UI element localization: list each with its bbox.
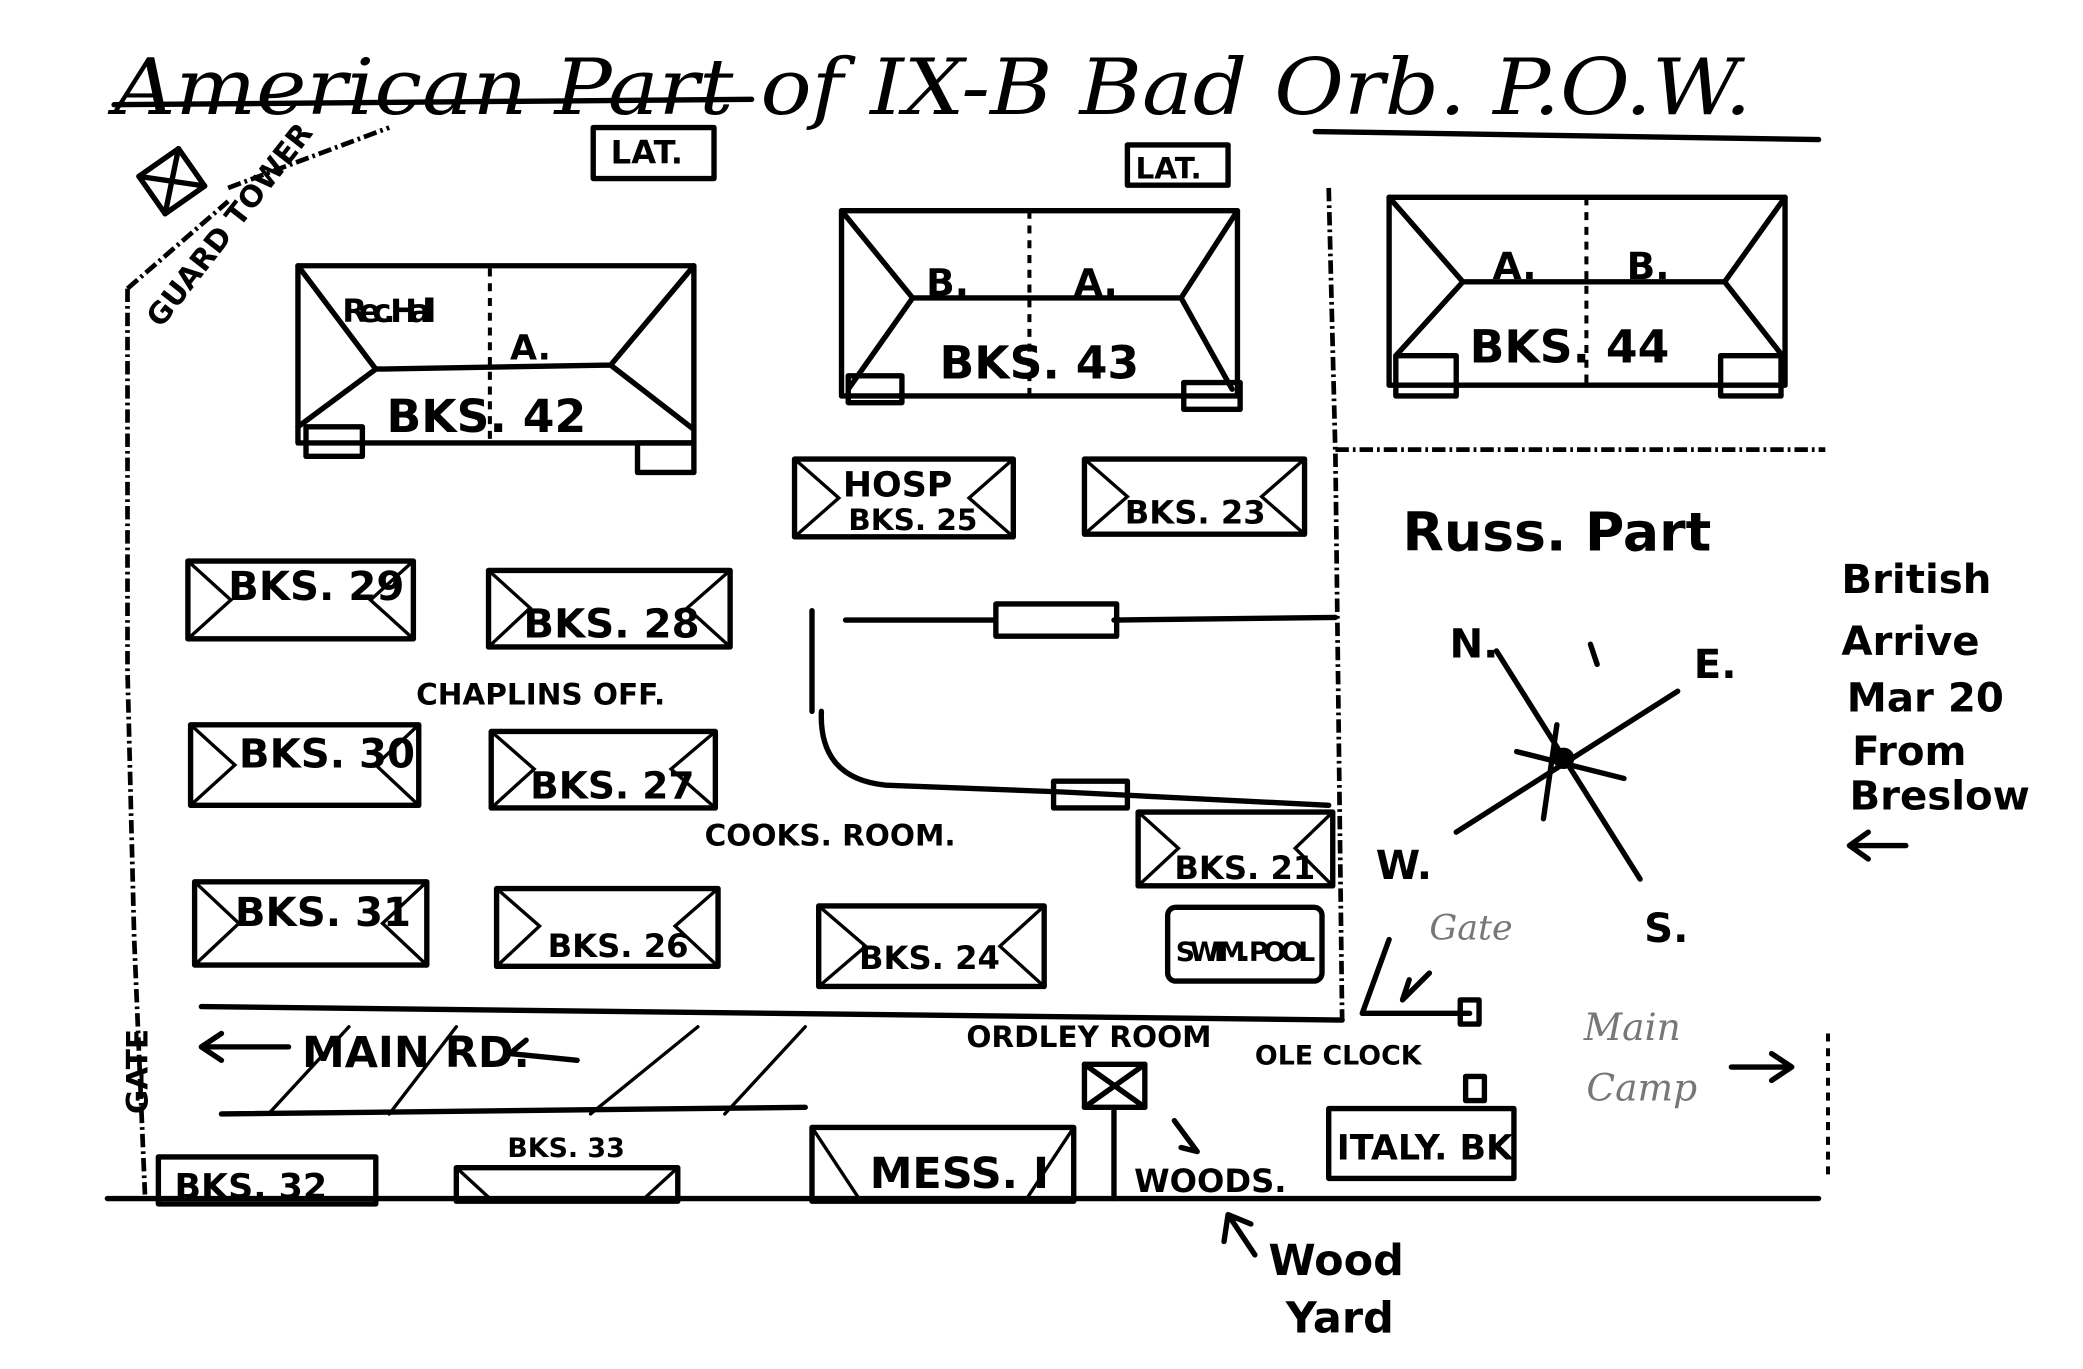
russ-fence [1326, 187, 1345, 1021]
compass-rose: N. E. S. W. [1376, 622, 1737, 953]
barracks-label: BKS. 43 [939, 336, 1139, 389]
compass-east: E. [1694, 642, 1737, 688]
wing-label: A. [1492, 244, 1536, 288]
barracks-44: A. B. BKS. 44 [1386, 194, 1788, 399]
latrine-label: LAT. [1135, 152, 1201, 186]
wood-yard-label: Yard [1285, 1294, 1394, 1344]
barracks-label: BKS. 42 [387, 390, 587, 443]
barracks-30: BKS. 30 [187, 722, 422, 808]
barracks-26: BKS. 26 [493, 885, 721, 970]
ordley-room-label: ORDLEY ROOM [966, 1020, 1211, 1054]
barracks-33: BKS. 33 [453, 1133, 681, 1204]
west-fence [125, 288, 148, 1195]
map-title: American Part of IX-B Bad Orb. P.O.W. [108, 43, 1752, 133]
barracks-label: BKS. 44 [1470, 320, 1670, 373]
wood-yard-label: Wood [1268, 1236, 1404, 1286]
note-line: Arrive [1841, 619, 1979, 665]
italy-label: ITALY. BK [1337, 1129, 1515, 1169]
wood-yard-arrow [1221, 1211, 1258, 1258]
barracks-32: BKS. 32 [155, 1154, 379, 1208]
main-road-label: MAIN RD. [302, 1028, 530, 1078]
barracks-31: BKS. 31 [191, 879, 430, 968]
note-line: Mar 20 [1847, 675, 2004, 721]
barracks-29: BKS. 29 [185, 558, 417, 642]
barracks-label: BKS. 28 [523, 602, 699, 648]
wing-label: B. [1627, 244, 1670, 288]
mess-label: MESS. I [870, 1149, 1049, 1199]
woods-label: WOODS. [1134, 1162, 1286, 1200]
chaplins-office-label: CHAPLINS OFF. [416, 678, 665, 712]
mess-hall: MESS. I [809, 1124, 1077, 1204]
barracks-label: BKS. 32 [174, 1168, 327, 1208]
russ-part-label: Russ. Part [1403, 500, 1712, 563]
main-camp-label: Main [1583, 1005, 1681, 1049]
barracks-23: BKS. 23 [1081, 456, 1308, 537]
barracks-42: Rec. Hall A. BKS. 42 [295, 263, 697, 476]
note-line: From [1852, 729, 1966, 775]
latrine-label: LAT. [611, 134, 683, 172]
wing-label: A. [510, 329, 551, 369]
compass-south: S. [1644, 906, 1688, 952]
barracks-28: BKS. 28 [485, 567, 733, 650]
wing-label: B. [926, 260, 969, 304]
british-arrow [1846, 829, 1909, 862]
barracks-label: BKS. 24 [859, 939, 1000, 977]
barracks-27: BKS. 27 [488, 728, 719, 811]
barracks-24: BKS. 24 [816, 903, 1047, 990]
barracks-43: B. A. BKS. 43 [838, 208, 1243, 413]
latrine-1: LAT. [590, 124, 717, 182]
main-road: MAIN RD. [198, 1003, 1345, 1117]
barracks-label: BKS. 23 [1125, 493, 1266, 531]
ole-clock-label: OLE CLOCK [1255, 1040, 1423, 1071]
barracks-label: BKS. 21 [1174, 849, 1315, 887]
latrine-2: LAT. [1124, 142, 1231, 188]
compass-west: W. [1376, 843, 1432, 889]
gate-right-label: Gate [1429, 909, 1512, 949]
clock-tower [1081, 1061, 1148, 1202]
note-line: Breslow [1849, 773, 2029, 819]
british-arrival-note: British Arrive Mar 20 From Breslow [1841, 557, 2030, 862]
hospital-barracks-25: HOSP BKS. 25 [791, 456, 1016, 540]
barracks-label: BKS. 33 [507, 1133, 624, 1164]
barracks-label: BKS. 26 [548, 927, 689, 965]
gate-left-label: GATE [121, 1029, 155, 1114]
italy-barracks: ITALY. BK [1326, 1105, 1517, 1182]
rec-hall-label: Rec. Hall [342, 292, 436, 330]
wing-label: A. [1074, 260, 1118, 304]
barracks-label: BKS. 25 [848, 503, 977, 537]
barracks-label: BKS. 27 [530, 764, 694, 808]
cooks-room-label: COOKS. ROOM. [705, 819, 956, 853]
main-camp-arrow [1728, 1050, 1795, 1084]
note-line: British [1841, 557, 1991, 603]
hospital-label: HOSP [843, 466, 953, 506]
barracks-label: BKS. 30 [239, 732, 415, 778]
compass-north: N. [1450, 622, 1499, 668]
main-camp-label: Camp [1586, 1066, 1697, 1110]
swimming-pool: SWIM. POOL [1164, 904, 1325, 984]
swim-pool-label: SWIM. POOL [1176, 937, 1316, 968]
guard-tower-label: GUARD TOWER [140, 116, 320, 333]
barracks-label: BKS. 31 [235, 890, 411, 936]
barracks-label: BKS. 29 [228, 564, 404, 610]
barracks-21: BKS. 21 [1135, 809, 1336, 889]
